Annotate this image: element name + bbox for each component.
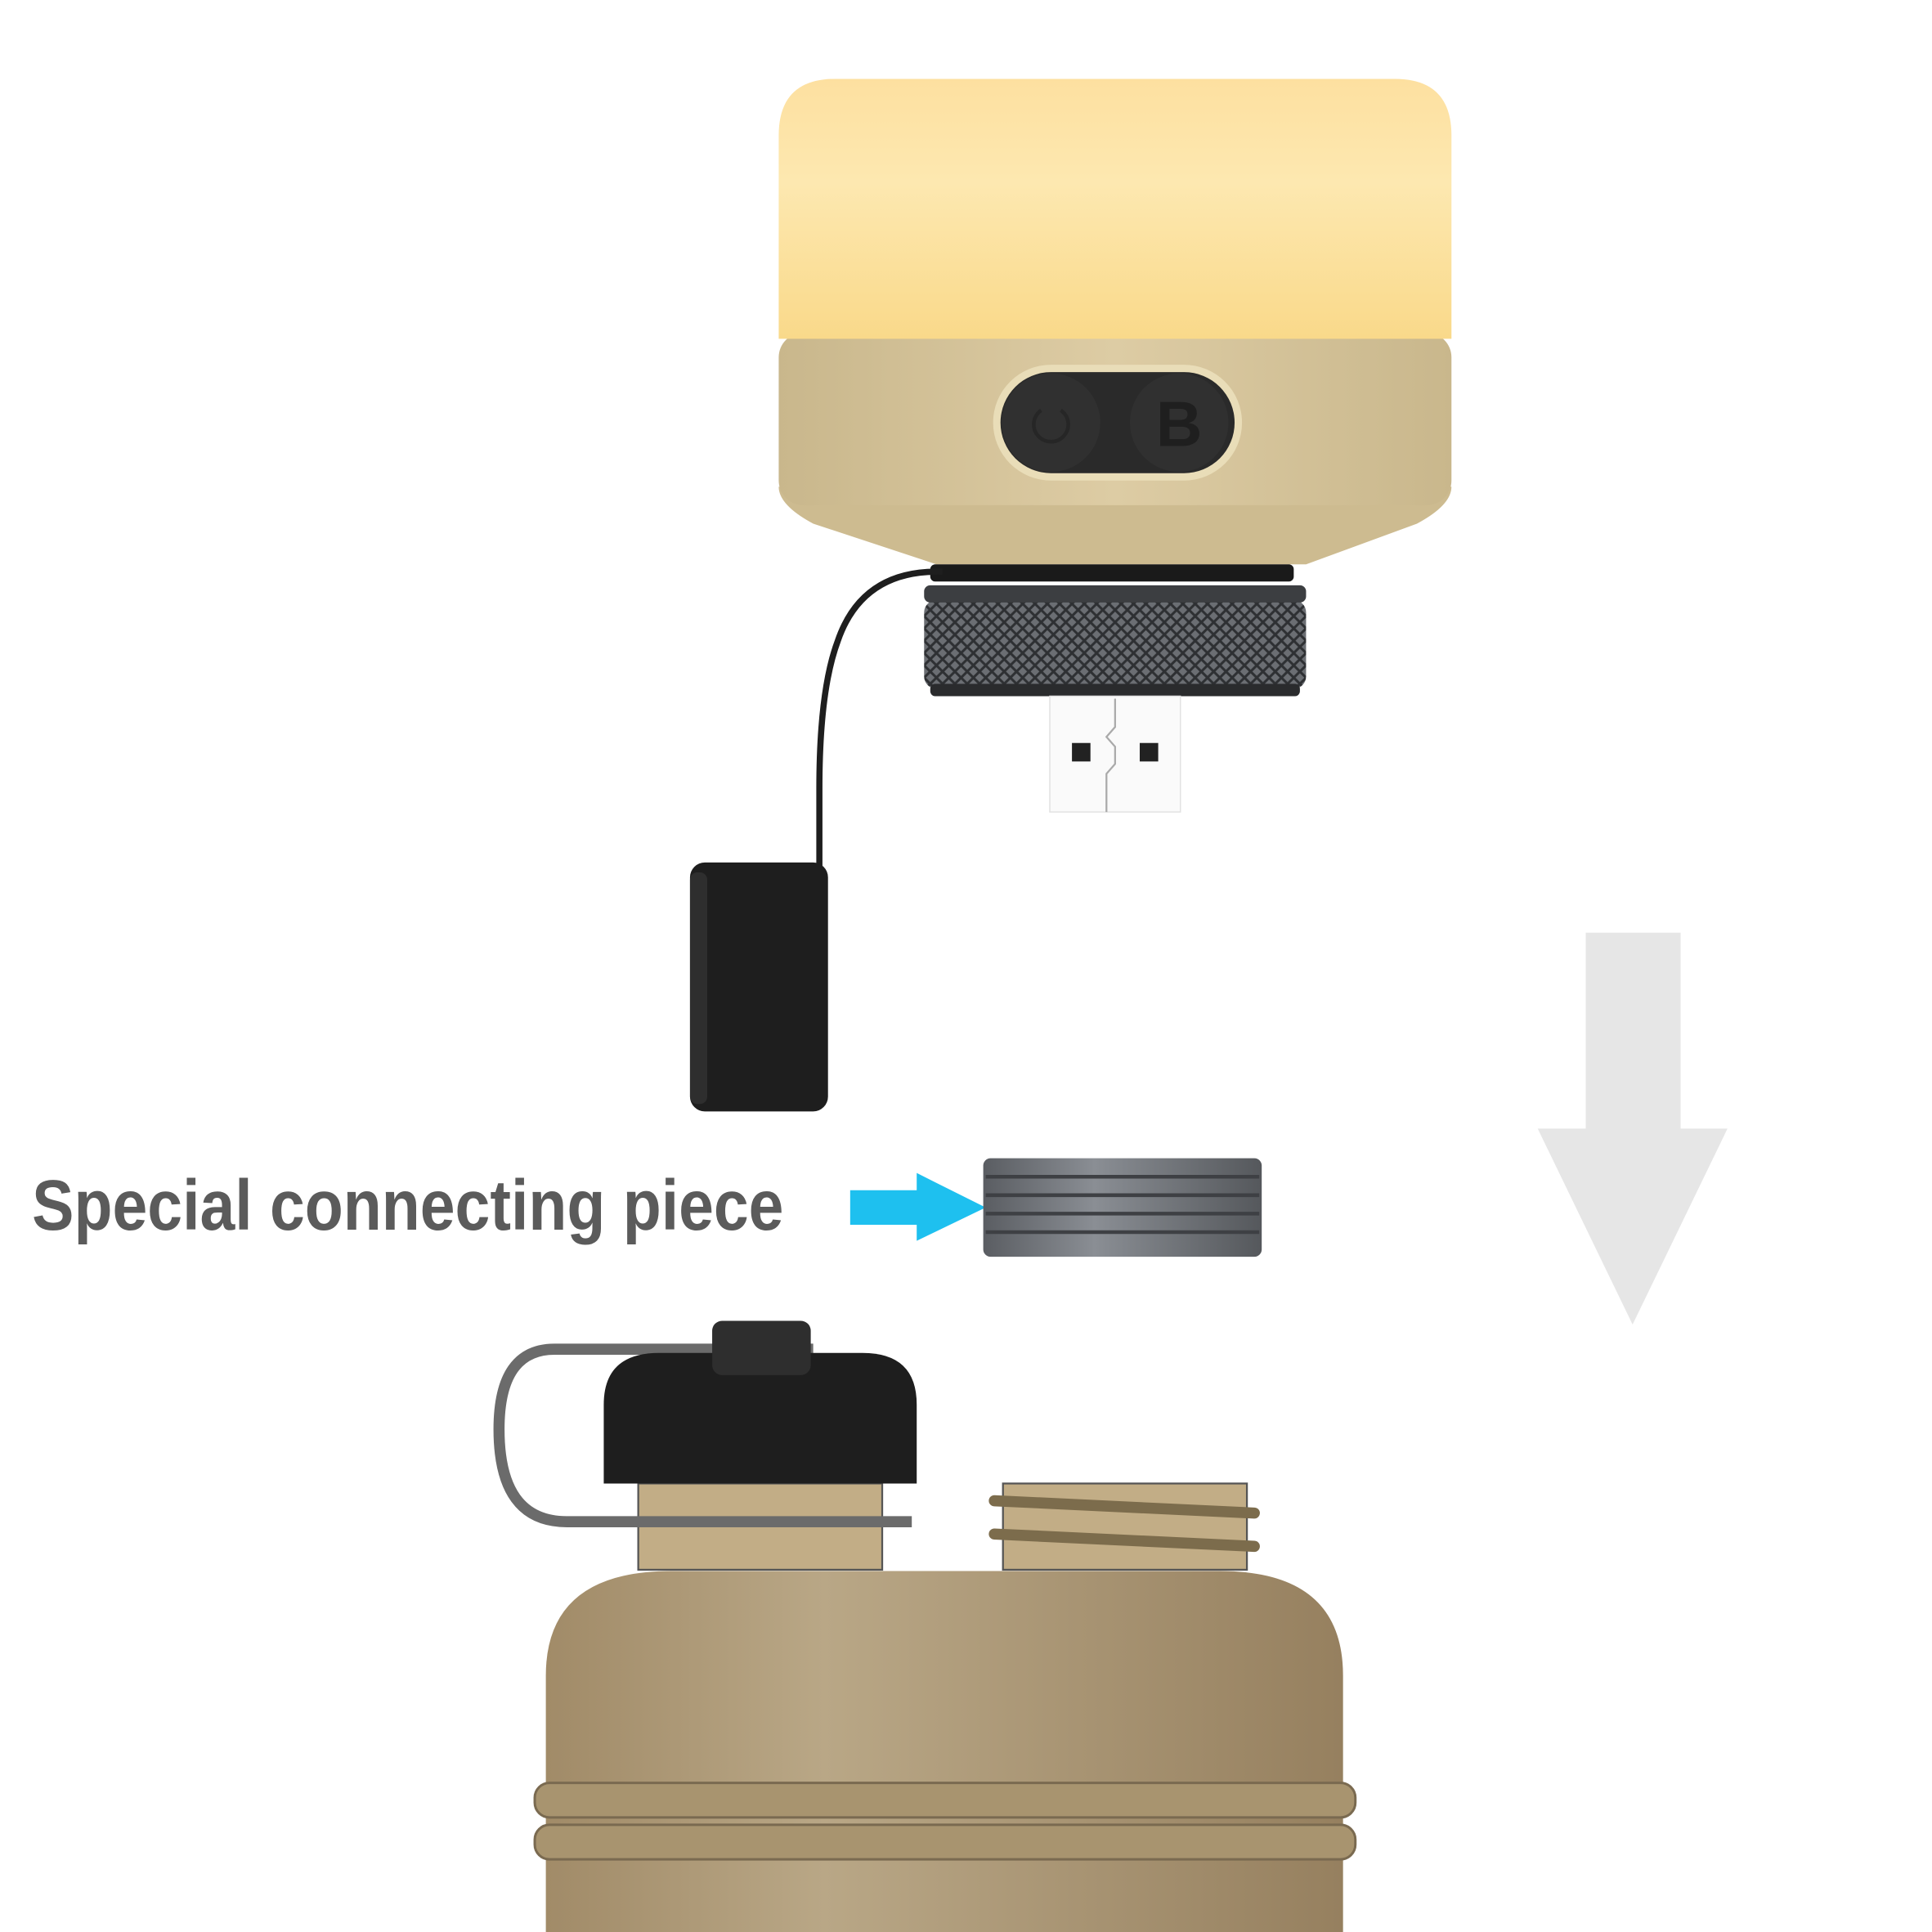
lamp-base-taper	[778, 486, 1452, 565]
mode-button[interactable]: B	[1129, 373, 1229, 473]
lamp: B	[689, 78, 1452, 1112]
callout-arrow-icon	[849, 1172, 986, 1241]
connecting-piece	[983, 1158, 1262, 1257]
bottle-ring	[533, 1782, 1357, 1819]
arrow-down-icon	[1537, 932, 1728, 1325]
power-button[interactable]	[1002, 373, 1100, 473]
seal-ring	[930, 564, 1294, 582]
mode-button-label: B	[1156, 388, 1203, 460]
bottle-body	[545, 1571, 1343, 1932]
bottle-neck-right	[1002, 1482, 1248, 1571]
cap-strap	[493, 1343, 912, 1527]
callout-label: Special connecting piece	[32, 1165, 783, 1245]
bottle-cap[interactable]	[603, 1352, 917, 1484]
usb-plug	[1049, 695, 1181, 813]
usb-cap	[689, 862, 828, 1112]
bottle-ring	[533, 1823, 1357, 1861]
lamp-diffuser	[778, 78, 1452, 339]
power-icon	[1032, 408, 1070, 444]
cap-tab	[712, 1320, 811, 1375]
tether-cable	[816, 568, 943, 869]
bottle	[493, 1320, 1357, 1932]
knurled-ring	[924, 599, 1307, 689]
